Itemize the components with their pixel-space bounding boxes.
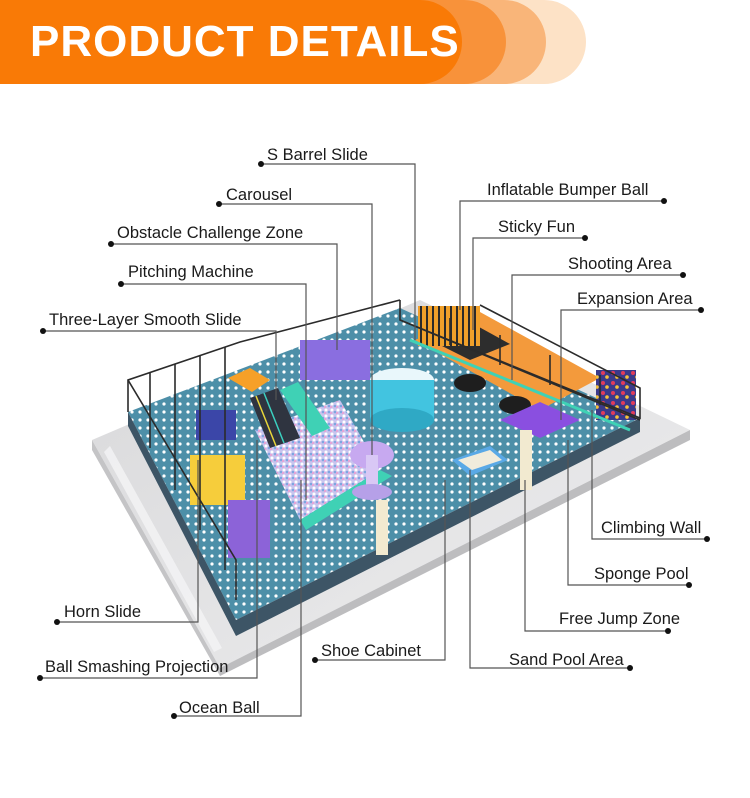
label-s-barrel-slide: S Barrel Slide <box>267 146 368 164</box>
slides <box>228 368 330 448</box>
header-banner: PRODUCT DETAILS <box>0 0 600 84</box>
label-inflatable-bumper-ball: Inflatable Bumper Ball <box>487 181 649 199</box>
label-sponge-pool: Sponge Pool <box>594 565 689 583</box>
label-climbing-wall: Climbing Wall <box>601 519 702 537</box>
label-pitching-machine: Pitching Machine <box>128 263 254 281</box>
label-ball-smashing-projection: Ball Smashing Projection <box>45 658 229 676</box>
label-three-layer-smooth-slide: Three-Layer Smooth Slide <box>49 311 242 329</box>
label-carousel: Carousel <box>226 186 293 204</box>
label-sand-pool-area: Sand Pool Area <box>509 651 624 669</box>
page-title: PRODUCT DETAILS <box>30 17 460 66</box>
frame-grid <box>127 299 641 600</box>
label-shooting-area: Shooting Area <box>568 255 672 273</box>
leader-lines <box>40 163 707 717</box>
label-free-jump-zone: Free Jump Zone <box>559 610 681 628</box>
label-expansion-area: Expansion Area <box>577 290 693 308</box>
leader-dots <box>37 161 710 719</box>
banner-main-shape <box>0 0 462 84</box>
label-shoe-cabinet: Shoe Cabinet <box>321 642 421 660</box>
label-horn-slide: Horn Slide <box>64 603 142 621</box>
round-tower <box>370 368 434 432</box>
sand-pool <box>452 446 508 476</box>
label-sticky-fun: Sticky Fun <box>498 218 576 236</box>
label-obstacle-challenge-zone: Obstacle Challenge Zone <box>117 224 304 242</box>
label-ocean-ball: Ocean Ball <box>179 699 260 717</box>
castle-structures <box>190 340 370 558</box>
